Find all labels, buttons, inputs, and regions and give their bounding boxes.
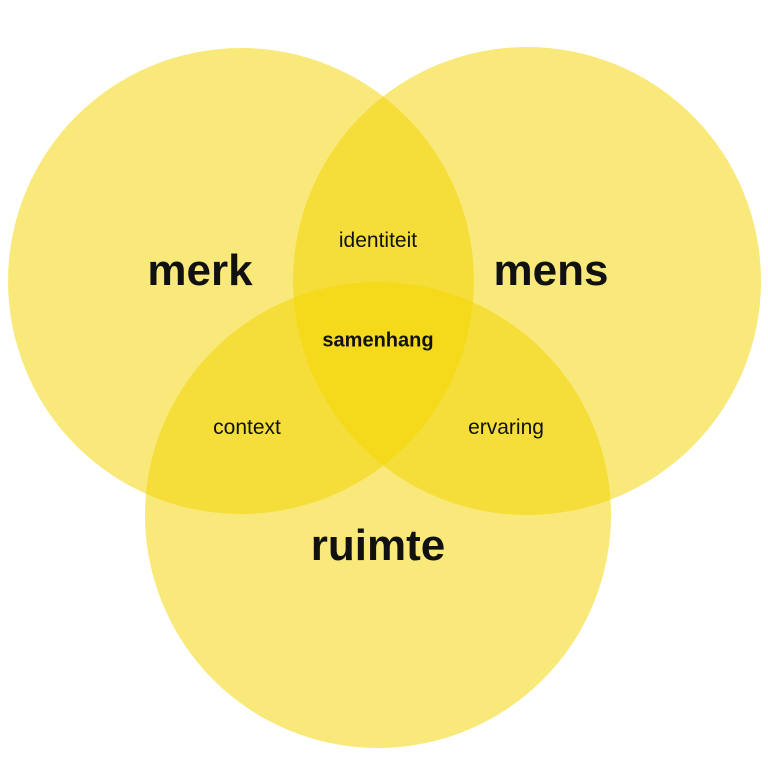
label-ruimte: ruimte [310, 521, 446, 570]
label-mens: mens [493, 246, 609, 295]
label-identiteit: identiteit [338, 229, 418, 252]
label-samenhang: samenhang [322, 329, 434, 352]
label-merk: merk [147, 246, 253, 295]
label-context: context [213, 416, 281, 439]
circle-ruimte [145, 282, 611, 748]
label-ervaring: ervaring [468, 416, 544, 439]
